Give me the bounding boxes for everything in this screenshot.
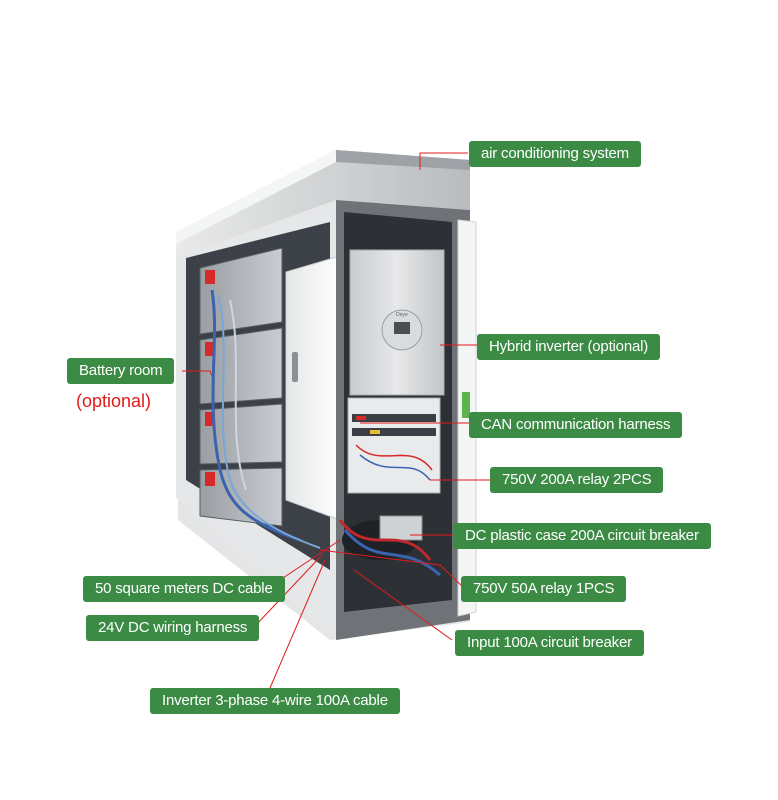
callout-inverter-cable: Inverter 3-phase 4-wire 100A cable (150, 688, 400, 714)
callout-relay-50a: 750V 50A relay 1PCS (461, 576, 627, 602)
leader-lines (182, 152, 492, 689)
callout-air-conditioning: air conditioning system (469, 141, 641, 167)
callout-battery-room: Battery room (67, 358, 175, 384)
electrical-panel (347, 397, 441, 494)
callout-relay-200a: 750V 200A relay 2PCS (490, 467, 664, 493)
callout-hybrid-inverter: Hybrid inverter (optional) (477, 334, 661, 360)
battery-modules (199, 247, 321, 549)
inverter-brand: Deye (396, 312, 408, 318)
air-conditioner-roof (176, 150, 470, 258)
callout-can-harness: CAN communication harness (469, 412, 683, 438)
bottom-cabling (338, 515, 441, 577)
callout-dc-breaker: DC plastic case 200A circuit breaker (453, 523, 711, 549)
callout-dc-cable: 50 square meters DC cable (83, 576, 285, 602)
cabinet-door (285, 255, 341, 521)
battery-room-optional-note: (optional) (76, 391, 152, 411)
callout-input-breaker: Input 100A circuit breaker (455, 630, 644, 656)
callout-24v-wiring: 24V DC wiring harness (86, 615, 260, 641)
